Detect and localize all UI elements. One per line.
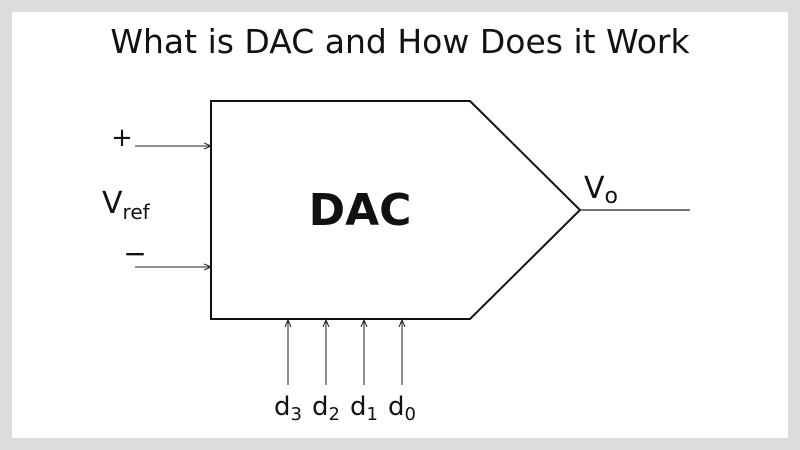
vo-label: Vo bbox=[584, 171, 618, 209]
input-label-1: d2 bbox=[312, 392, 340, 425]
input-label-2: d1 bbox=[350, 392, 378, 425]
dac-block bbox=[210, 100, 582, 320]
vref-label: Vref bbox=[102, 186, 151, 224]
plus-label: + bbox=[111, 123, 133, 153]
input-label-0: d3 bbox=[274, 392, 302, 425]
page-title: What is DAC and How Does it Work bbox=[110, 22, 690, 61]
minus-label: − bbox=[123, 237, 146, 270]
dac-label: DAC bbox=[309, 185, 412, 236]
input-label-3: d0 bbox=[388, 392, 416, 425]
